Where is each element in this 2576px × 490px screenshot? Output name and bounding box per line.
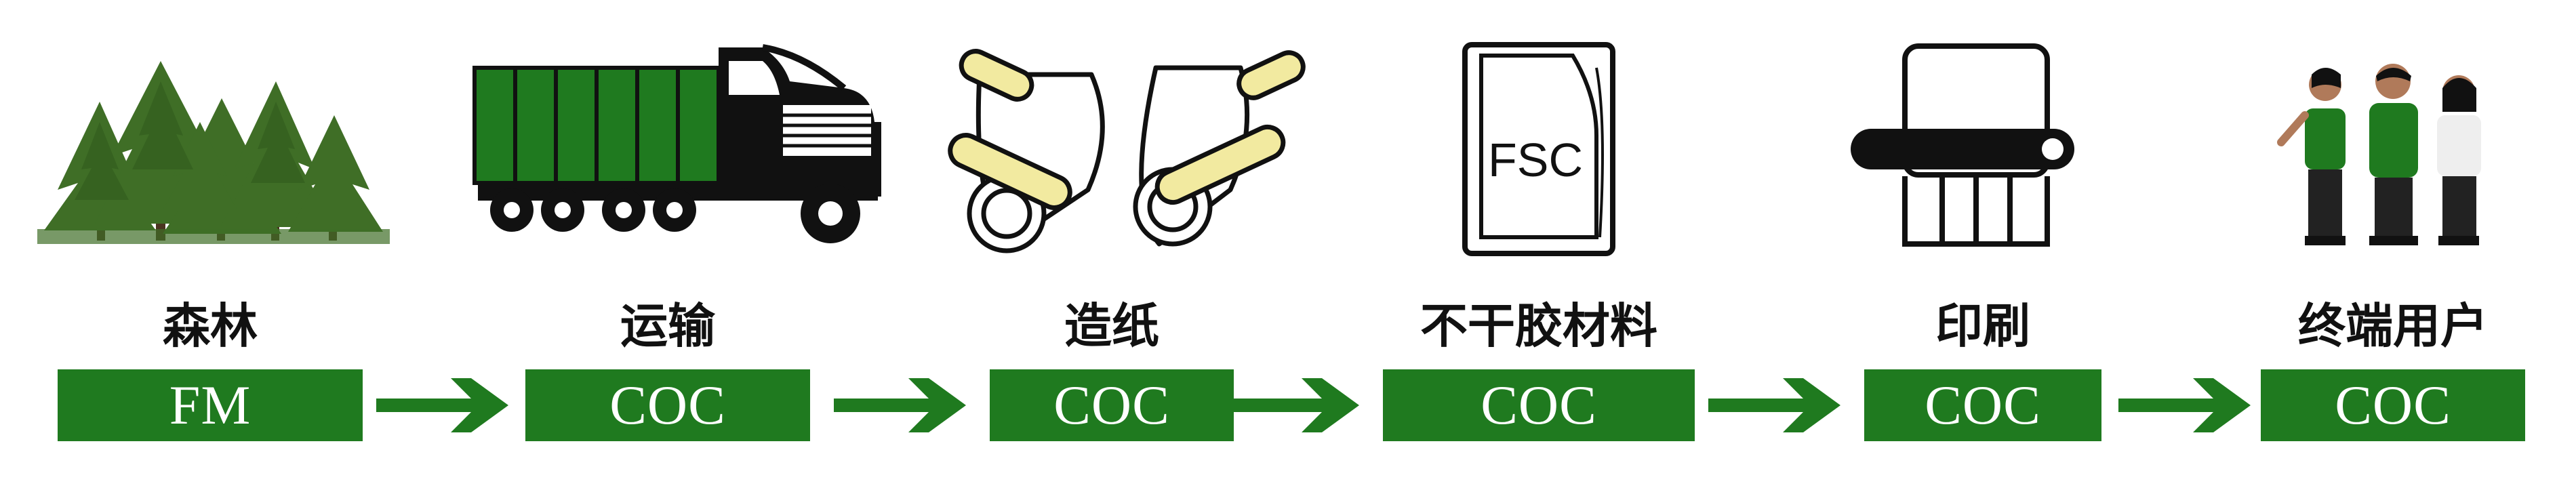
cert-box-coc-printing: COC	[1864, 369, 2101, 441]
cert-box-coc-transport: COC	[525, 369, 810, 441]
fsc-text: FSC	[1488, 134, 1583, 186]
cert-box-fm: FM	[58, 369, 363, 441]
cert-box-coc-papermaking: COC	[990, 369, 1234, 441]
stage-label-transport: 运输	[620, 297, 715, 354]
stage-label-adhesive-material: 不干胶材料	[1420, 297, 1657, 354]
forest-icon	[37, 61, 390, 244]
stage-label-end-user: 终端用户	[2298, 297, 2488, 354]
arrow-icon	[2118, 378, 2251, 432]
fsc-label-icon: FSC	[1462, 42, 1615, 256]
paper-rolls-icon	[948, 49, 1306, 253]
cert-box-coc-end-user: COC	[2261, 369, 2525, 441]
printer-icon	[1851, 43, 2074, 247]
cert-box-coc-adhesive: COC	[1383, 369, 1695, 441]
arrow-icon	[376, 378, 508, 432]
truck-icon	[472, 44, 881, 243]
arrow-icon	[1708, 378, 1840, 432]
stage-label-printing: 印刷	[1935, 297, 2030, 354]
stage-label-papermaking: 造纸	[1064, 297, 1159, 354]
stage-label-forest: 森林	[163, 297, 258, 354]
arrow-icon	[1227, 378, 1359, 432]
end-users-icon	[2277, 64, 2481, 245]
arrow-icon	[834, 378, 966, 432]
